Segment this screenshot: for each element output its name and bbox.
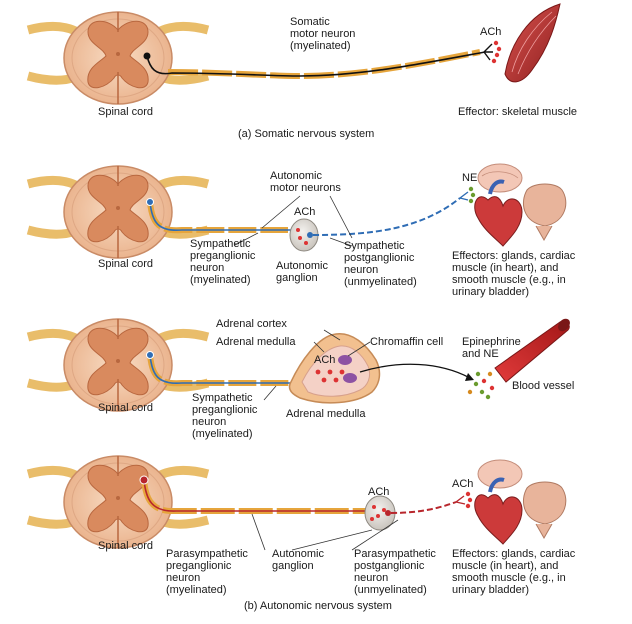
symp-post-axon — [312, 197, 461, 236]
gland-icon-2 — [477, 459, 523, 489]
spinal-cord-a — [28, 12, 208, 104]
spinal-cord-label-para: Spinal cord — [98, 540, 154, 552]
ach-terminal-a — [483, 40, 502, 64]
autonomic-motor-neurons-label: Autonomic motor neurons — [270, 170, 341, 194]
spinal-cord-label-symp: Spinal cord — [98, 258, 154, 270]
neuron-soma — [143, 52, 151, 60]
ach-terminal-para — [455, 491, 473, 509]
panel-sympathetic — [28, 163, 567, 258]
ach-label-symp: ACh — [294, 206, 316, 218]
adrenal-cortex-label: Adrenal cortex — [216, 318, 287, 330]
ganglion-label-symp: Autonomic ganglion — [276, 260, 328, 284]
adrenal-gland — [288, 333, 381, 404]
somatic-neuron-label: Somatic motor neuron (myelinated) — [290, 16, 356, 52]
spinal-cord-label-a: Spinal cord — [98, 106, 154, 118]
spinal-cord-label-adrenal: Spinal cord — [98, 402, 154, 414]
caption-b: (b) Autonomic nervous system — [244, 600, 392, 612]
symp-pre-axon — [149, 201, 292, 231]
spinal-cord-adrenal — [28, 319, 208, 411]
blood-vessel-label: Blood vessel — [512, 380, 575, 392]
spinal-cord-para — [28, 456, 208, 548]
symp-post-label: Sympathetic postganglionic neuron (unmye… — [344, 240, 417, 288]
ach-label-para-effector: ACh — [452, 478, 474, 490]
adrenal-medulla-top-label: Adrenal medulla — [216, 336, 296, 348]
chromaffin-label: Chromaffin cell — [370, 336, 444, 348]
skeletal-muscle-icon — [504, 3, 561, 83]
heart-icon — [474, 179, 523, 247]
adrenal-pre-label: Sympathetic preganglionic neuron (myelin… — [192, 392, 258, 440]
caption-a: (a) Somatic nervous system — [238, 128, 375, 140]
epinephrine-dots — [467, 371, 495, 400]
effectors-label-symp: Effectors: glands, cardiac muscle (in he… — [452, 250, 576, 298]
ach-label-a: ACh — [480, 26, 502, 38]
panel-parasympathetic — [28, 456, 567, 548]
bladder-icon — [523, 183, 567, 242]
chromaffin-cell — [338, 355, 352, 365]
heart-icon-2 — [474, 477, 523, 545]
bladder-icon-2 — [523, 481, 567, 540]
para-pre-label: Parasympathetic preganglionic neuron (my… — [166, 548, 248, 596]
gland-icon — [477, 163, 523, 193]
para-post-label: Parasympathetic postganglionic neuron (u… — [354, 548, 436, 596]
spinal-cord-symp — [28, 166, 208, 258]
somatic-motor-neuron — [143, 49, 486, 80]
ne-terminal — [459, 186, 476, 204]
ganglion-label-para: Autonomic ganglion — [272, 548, 324, 572]
adrenal-medulla-bottom-label: Adrenal medulla — [286, 408, 366, 420]
ach-label-adrenal: ACh — [314, 354, 336, 366]
epinephrine-label: Epinephrine and NE — [462, 336, 521, 360]
symp-pre-label: Sympathetic preganglionic neuron (myelin… — [190, 238, 256, 286]
ne-label: NE — [462, 172, 478, 184]
blood-vessel-icon — [494, 318, 570, 383]
ach-label-para-ganglion: ACh — [368, 486, 390, 498]
leader-lines — [234, 195, 399, 551]
effectors-label-para: Effectors: glands, cardiac muscle (in he… — [452, 548, 576, 596]
effector-skeletal-label: Effector: skeletal muscle — [458, 106, 578, 118]
hormone-arrow — [359, 363, 471, 379]
panel-somatic — [28, 3, 561, 104]
panel-adrenal — [28, 316, 570, 411]
